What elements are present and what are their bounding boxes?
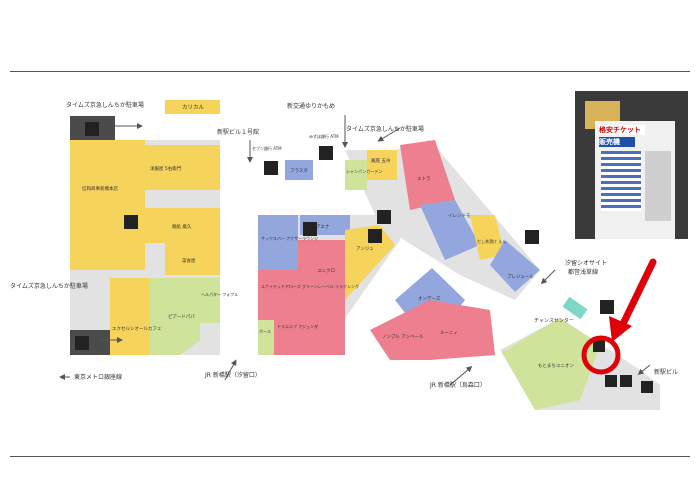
restroom-icon [124, 215, 138, 229]
shop-b1-label: セブン銀行 ATM [252, 145, 282, 151]
toei-label: 東京メトロ銀座線 [74, 373, 122, 381]
parking-left-label: タイムズ京急しんちか駐車場 [10, 282, 88, 290]
escalator-icon [303, 222, 317, 236]
escalator-icon [641, 381, 653, 393]
shop-c10-label: もとまちユニオン [538, 363, 574, 369]
shop-a4-label: 菜食屋 [182, 257, 196, 264]
shop-a4[interactable] [165, 243, 220, 275]
shop-c2[interactable] [345, 160, 367, 190]
karikaru-label: カリカル [182, 104, 205, 111]
shop-c10[interactable] [502, 318, 600, 410]
shop-b4[interactable] [258, 215, 298, 270]
shop-c4-label: イレンドモ [448, 213, 471, 219]
shop-b6[interactable] [258, 270, 298, 310]
chance-center-box [562, 296, 588, 320]
shop-b6-label: ユナイテッドアローズ グリーンレーベル リラクシング [261, 283, 359, 289]
connectors [59, 115, 651, 386]
atm-icon [319, 146, 333, 160]
toilet-icon [377, 210, 391, 224]
shop-c4[interactable] [420, 200, 480, 260]
shop-b7[interactable] [298, 240, 345, 355]
shop-c3-label: エトラ [417, 176, 431, 182]
shop-a1[interactable] [70, 140, 145, 270]
shop-a7-label: ピアードパパ [168, 314, 195, 320]
shop-a5[interactable] [200, 278, 220, 323]
shop-a3-label: 麺処 桑久 [172, 223, 192, 230]
shop-c7-label: オンデーズ [418, 295, 441, 302]
escalator-icon [85, 122, 99, 136]
parking-top-label: タイムズ京急しんちか駐車場 [66, 101, 144, 109]
shop-a2-label: 洋服屋 5右衛門 [150, 165, 182, 172]
shop-c6-label: プレジュール [507, 274, 534, 280]
shop-b4-label: サックスバー アナザーラウンジ [261, 235, 318, 241]
highlight-circle [581, 335, 621, 375]
ticket-machine-photo: 格安チケット 販売機 [575, 91, 688, 239]
pointer-arrow-line [618, 258, 657, 330]
shop-a5-label: ヘルパター フォフル [201, 291, 238, 297]
photo-sign-2: 販売機 [599, 137, 635, 147]
jr-shiodome-label: JR 新橋駅（汐留口） [204, 371, 261, 379]
map-labels: タイムズ京急しんちか駐車場 カリカル タイムズ京急しんちか駐車場 新駅ビル１号館… [10, 101, 678, 389]
atm-icon [264, 161, 278, 175]
station-building-1-label: 新駅ビル１号館 [217, 128, 259, 136]
shop-b2-label: みずほ銀行 ATM [309, 133, 339, 139]
chance-center-label: チャンスセンター [534, 317, 574, 324]
restroom-icon [620, 375, 632, 387]
shop-b10-label: アンジュ [356, 246, 374, 252]
center-block [258, 160, 400, 355]
shop-c3[interactable] [400, 140, 455, 210]
photo-sign-1: 格安チケット [599, 125, 645, 135]
ticket-machine-icon [593, 340, 605, 352]
shop-a6-label: エクセルシオールカフェ [112, 326, 161, 332]
shiodome-site-label: 汐留シオサイト [565, 259, 607, 267]
shop-b8-label: ドラエルブ アジェンダ [277, 323, 318, 329]
pointer-arrow-head [609, 316, 632, 342]
shop-c1[interactable] [367, 150, 397, 180]
shop-a3[interactable] [145, 208, 220, 243]
shop-b9-label: ポール [259, 328, 271, 334]
icons [75, 122, 653, 393]
shop-c9-label: ルーニィ [440, 330, 458, 336]
shop-c9[interactable] [430, 300, 495, 360]
atm-icon [600, 300, 614, 314]
shop-b10[interactable] [345, 225, 395, 300]
shop-b7-label: ユニクロ [317, 268, 335, 274]
shop-c1-label: 銀座 五州 [371, 157, 391, 164]
bottom-rule [10, 456, 690, 457]
photo-side-panel [645, 151, 671, 221]
ticket-location-marker [581, 258, 657, 375]
wheelchair-icon [605, 375, 617, 387]
parking-mid-label: タイムズ京急しんちか駐車場 [346, 125, 424, 133]
shop-b5-label: アエナ [316, 224, 330, 230]
shop-c8[interactable] [370, 300, 430, 360]
bottom-right-block [500, 296, 660, 410]
photo-buttons [601, 151, 641, 211]
escalator-icon [368, 229, 382, 243]
shop-a6[interactable] [110, 278, 150, 355]
shop-a1-label: 信和商事新橋本店 [82, 185, 118, 192]
atm-icon [525, 230, 539, 244]
station-building-right-label: 新駅ビル [654, 368, 678, 376]
left-block [70, 100, 220, 355]
karikaru-box [165, 100, 220, 114]
shop-b3-label: フラスタ [290, 167, 308, 174]
yurikamome-label: 新交通ゆりかもめ [287, 102, 335, 110]
shop-c5[interactable] [470, 215, 505, 260]
shop-a2[interactable] [145, 145, 220, 190]
shop-c8-label: ノンブル アンベール [382, 333, 424, 340]
toei-asakusa-label: 都営浅草線 [568, 268, 598, 276]
top-rule [10, 71, 690, 72]
jr-karasumori-label: JR 新橋駅（烏森口） [429, 381, 486, 389]
escalator-icon [75, 336, 89, 350]
shop-c6[interactable] [490, 240, 540, 292]
shop-a7[interactable] [150, 278, 200, 355]
shop-c2-label: シャンパンガーデン [346, 168, 382, 174]
shop-c5-label: だし茶漬け えん [477, 238, 506, 244]
shop-b3[interactable] [285, 160, 313, 180]
shop-b9[interactable] [258, 320, 274, 355]
right-block [345, 140, 540, 360]
